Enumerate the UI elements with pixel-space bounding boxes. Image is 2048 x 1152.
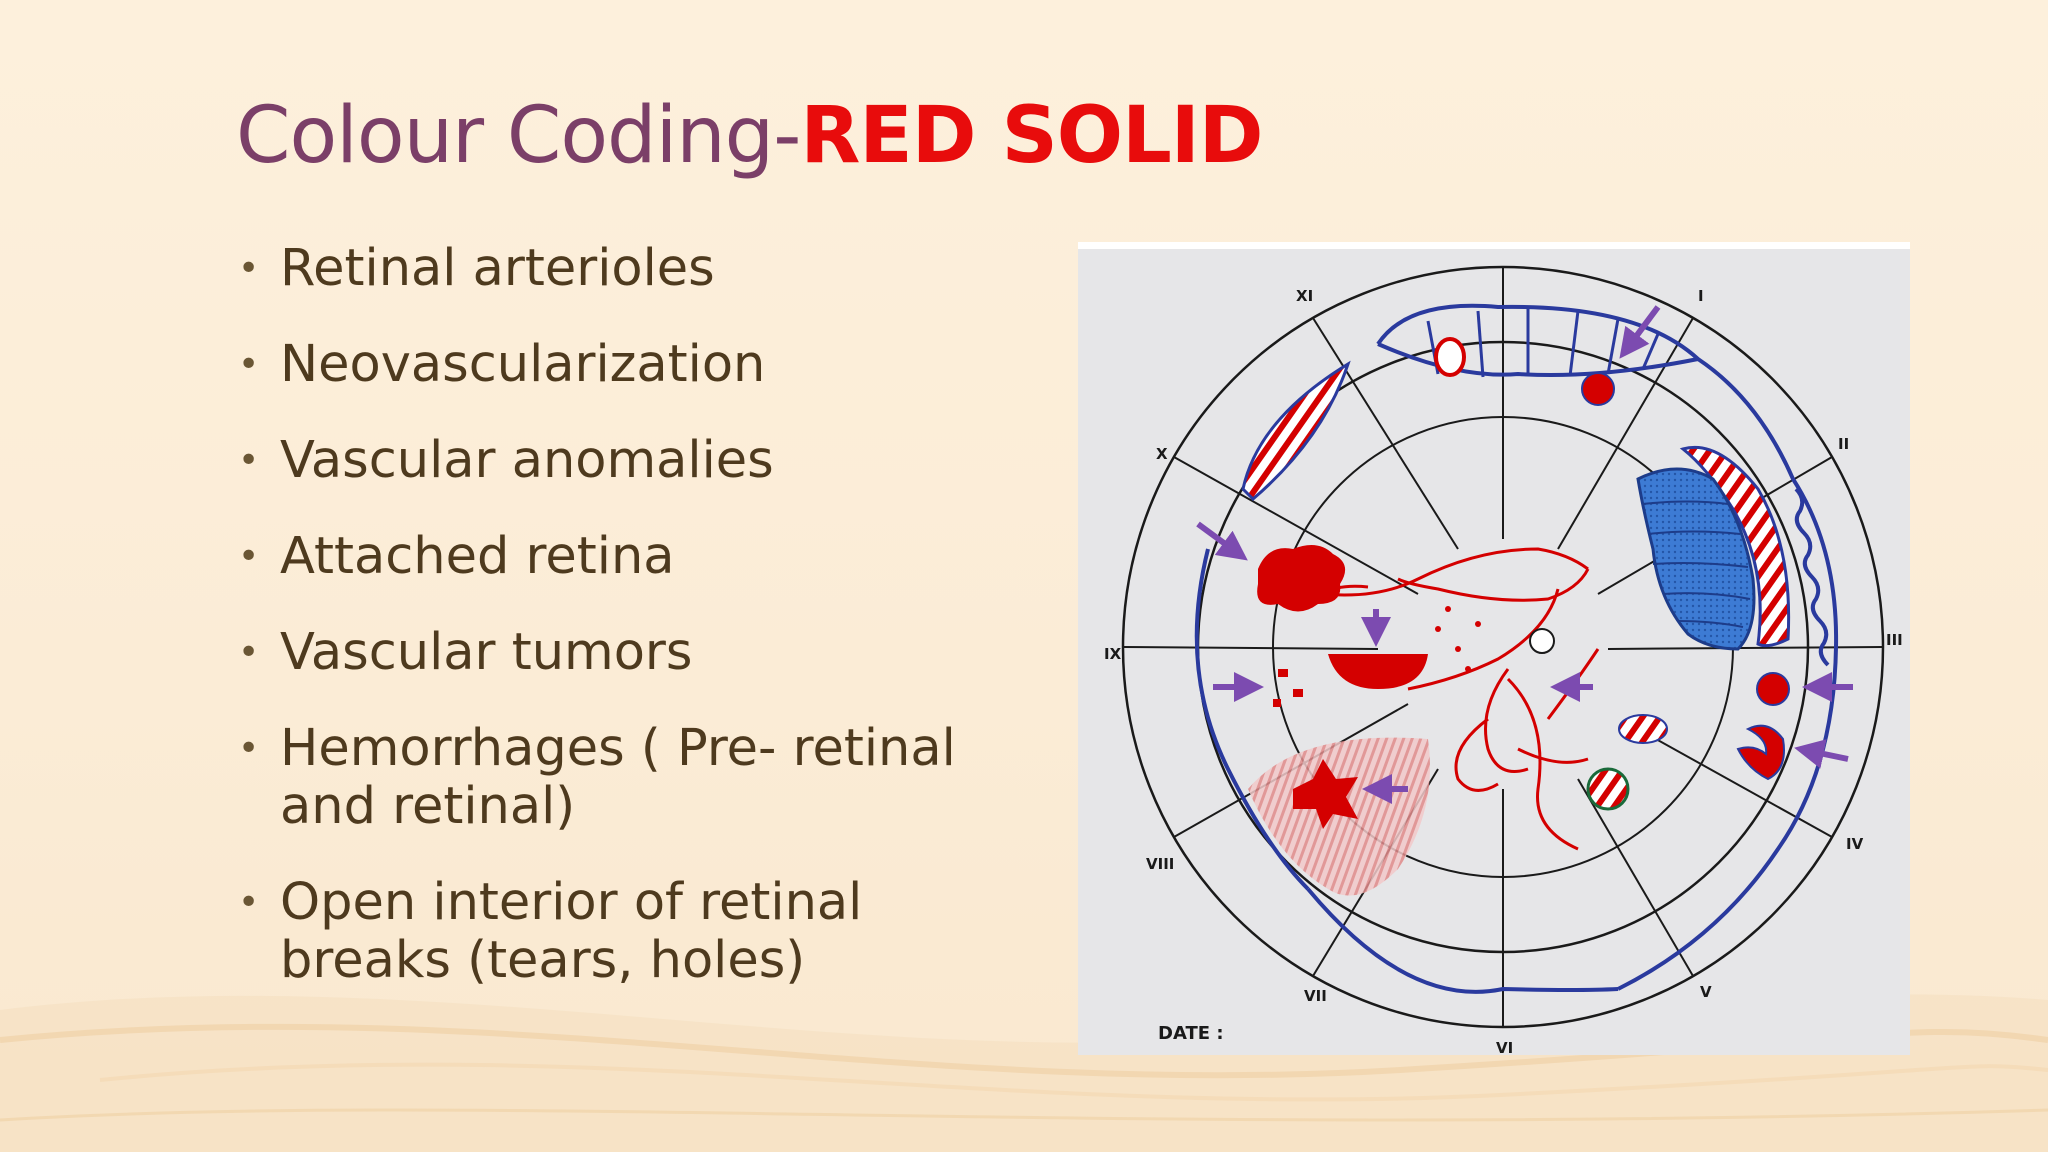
date-label: DATE :: [1158, 1023, 1224, 1044]
optic-disc: [1529, 628, 1555, 654]
clock-label: IX: [1104, 645, 1122, 663]
blue-detachment-area: [1636, 467, 1756, 651]
red-tear-top: [1434, 337, 1466, 377]
clock-label: XI: [1296, 287, 1313, 305]
red-hole-right: [1756, 672, 1790, 706]
bullet-item: Attached retina: [236, 528, 996, 587]
small-hatched-lesion: [1586, 767, 1630, 811]
top-detachment-segments: [1426, 307, 1660, 378]
red-horseshoe-tear: [1736, 724, 1785, 781]
retinal-chart-figure: XI I II III IV V VI VII VIII IX X: [1078, 242, 1910, 1055]
slide-title: Colour Coding-RED SOLID: [236, 88, 1264, 184]
preretinal-hemorrhage: [1328, 654, 1428, 689]
retinal-hemorrhage-area: [1248, 737, 1430, 896]
clock-label: V: [1700, 983, 1712, 1001]
bullet-item: Retinal arterioles: [236, 240, 996, 299]
clock-label: VII: [1304, 987, 1327, 1005]
hatched-lesion-left: [1241, 360, 1351, 502]
indicator-arrows: [1196, 305, 1853, 804]
clock-label: VI: [1496, 1039, 1513, 1055]
retinal-chart-diagram: XI I II III IV V VI VII VIII IX X: [1104, 265, 1903, 1055]
bullet-list: Retinal arterioles Neovascularization Va…: [236, 240, 996, 1028]
clock-label: III: [1886, 631, 1903, 649]
clock-labels: XI I II III IV V VI VII VIII IX X: [1104, 287, 1903, 1055]
red-hole-top: [1581, 372, 1615, 406]
blue-detachment-lines: [1642, 500, 1751, 628]
clock-label: X: [1156, 445, 1168, 463]
detached-retina-outline: [1194, 303, 1839, 994]
bullet-item: Hemorrhages ( Pre- retinal and retinal): [236, 720, 996, 836]
clock-spokes: [1122, 267, 1884, 1027]
bullet-item: Open interior of retinal breaks (tears, …: [236, 874, 996, 990]
clock-label: II: [1838, 435, 1849, 453]
title-accent-text: RED SOLID: [800, 91, 1263, 181]
clock-label: IV: [1846, 835, 1864, 853]
star-hemorrhage: [1293, 759, 1358, 829]
bullet-item: Vascular anomalies: [236, 432, 996, 491]
bullet-item: Vascular tumors: [236, 624, 996, 683]
hemorrhage-blob: [1257, 545, 1346, 612]
title-normal-text: Colour Coding-: [236, 91, 801, 181]
clock-label: I: [1698, 287, 1704, 305]
clock-label: VIII: [1146, 855, 1174, 873]
small-hatched-lesion: [1618, 714, 1668, 744]
red-dots: [1273, 606, 1481, 707]
bullet-item: Neovascularization: [236, 336, 996, 395]
